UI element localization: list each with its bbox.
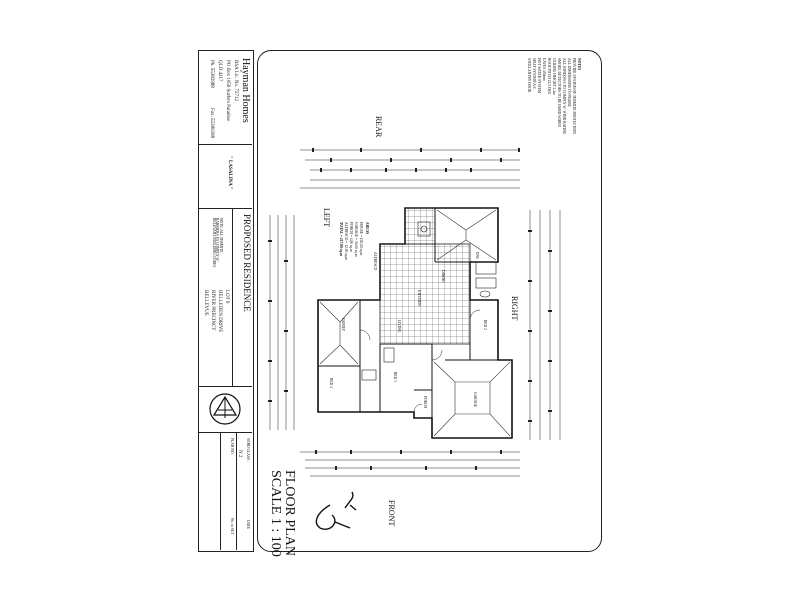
date-label: DATE: [246, 520, 250, 530]
state-postcode: QLD 4217: [217, 60, 222, 82]
note-line: ALL WINDOWS TO COMPLY W/ WIND RATING: [562, 58, 566, 135]
drawing-frame: [257, 50, 602, 552]
company-name: Hayman Homes: [240, 58, 251, 123]
note-line: SPLIT SYSTEM A/C: [532, 58, 536, 90]
front-label: FRONT: [387, 500, 396, 527]
licence-number: BSA Lic. No. 72712: [233, 60, 238, 101]
street-name: BELLEDEN DRIVE: [217, 290, 222, 333]
phone-number: Ph. 55382988: [209, 60, 214, 88]
plan-number-label: PLAN NO :: [230, 438, 234, 456]
suburb-name: BELLEVUE: [203, 290, 208, 316]
room-label-alfresco: ALFRESCO: [373, 252, 377, 271]
room-label-living: LIVING: [397, 320, 401, 333]
title-block-frame: [198, 50, 254, 552]
termite-note: NOTE: ALL TERMITE BARRIERS TO COMPLY W/ …: [211, 218, 223, 268]
area-schedule-line: GARAGE = 36.00 sq.m: [354, 222, 358, 257]
room-label-porch: PORCH: [423, 396, 427, 408]
note-line: ALL DIMENSIONS TO FRAME: [567, 58, 571, 107]
room-label-family: FAMILY: [341, 318, 345, 332]
area-schedule-heading: AREAS: [365, 222, 369, 235]
room-label-kitchen: KITCHEN: [417, 290, 421, 306]
design-name: " LASALINA ": [227, 156, 232, 190]
note-line: SMOKE DETECTORS TO BE HARD WIRED: [557, 58, 561, 127]
drawing-scale: SCALE 1 : 100: [268, 470, 283, 557]
left-label: LEFT: [322, 208, 331, 228]
note-line: HOT WATER SYSTEM: [537, 58, 541, 94]
room-label-bed3: BED 3: [393, 372, 397, 382]
sheet-number-label: No. in SET: [230, 518, 234, 535]
area-schedule-line: HOUSE = 165.00 sq.m: [359, 222, 363, 256]
note-line: EAVES 450mm: [542, 58, 546, 81]
area-schedule-line: PORCH = 4.80 sq.m: [349, 222, 353, 252]
po-box: PO Box 1056 Surfers Paradise: [225, 60, 230, 122]
precinct-name: RIVER PRECINCT: [210, 290, 215, 331]
room-label-dining: DINING: [441, 270, 445, 283]
room-label-garage: GARAGE: [473, 392, 477, 407]
wind-class-label: WIND CLASS :: [246, 438, 250, 462]
area-schedule-line: TOTAL = 217.80 sq.m: [339, 222, 343, 256]
right-label: RIGHT: [510, 296, 519, 321]
room-label-ens: ENS: [475, 252, 479, 259]
fax-number: Fax. 55380398: [209, 108, 214, 138]
note-line: STEEL ENTRY DOOR: [527, 58, 531, 93]
room-label-bed4: BED 4: [329, 378, 333, 388]
wind-class-value: N 2: [237, 450, 242, 458]
room-label-bed2: BED 2: [483, 320, 487, 330]
rear-label: REAR: [374, 116, 383, 138]
drawing-title: FLOOR PLAN: [282, 470, 297, 556]
project-title: PROPOSED RESIDENCE: [242, 214, 252, 312]
lot-number: LOT 9: [224, 290, 229, 304]
note-line: CEILING HEIGHT 2.4m: [552, 58, 556, 95]
note-line: PROVIDE SYSTEM OF TERMITE PROTECTION: [572, 58, 576, 134]
note-line: ROOF PITCH 22.5 DEG: [547, 58, 551, 95]
area-schedule-line: ALFRESCO = 12.00 sq.m: [344, 222, 348, 261]
notes-heading: NOTES: [577, 58, 581, 71]
